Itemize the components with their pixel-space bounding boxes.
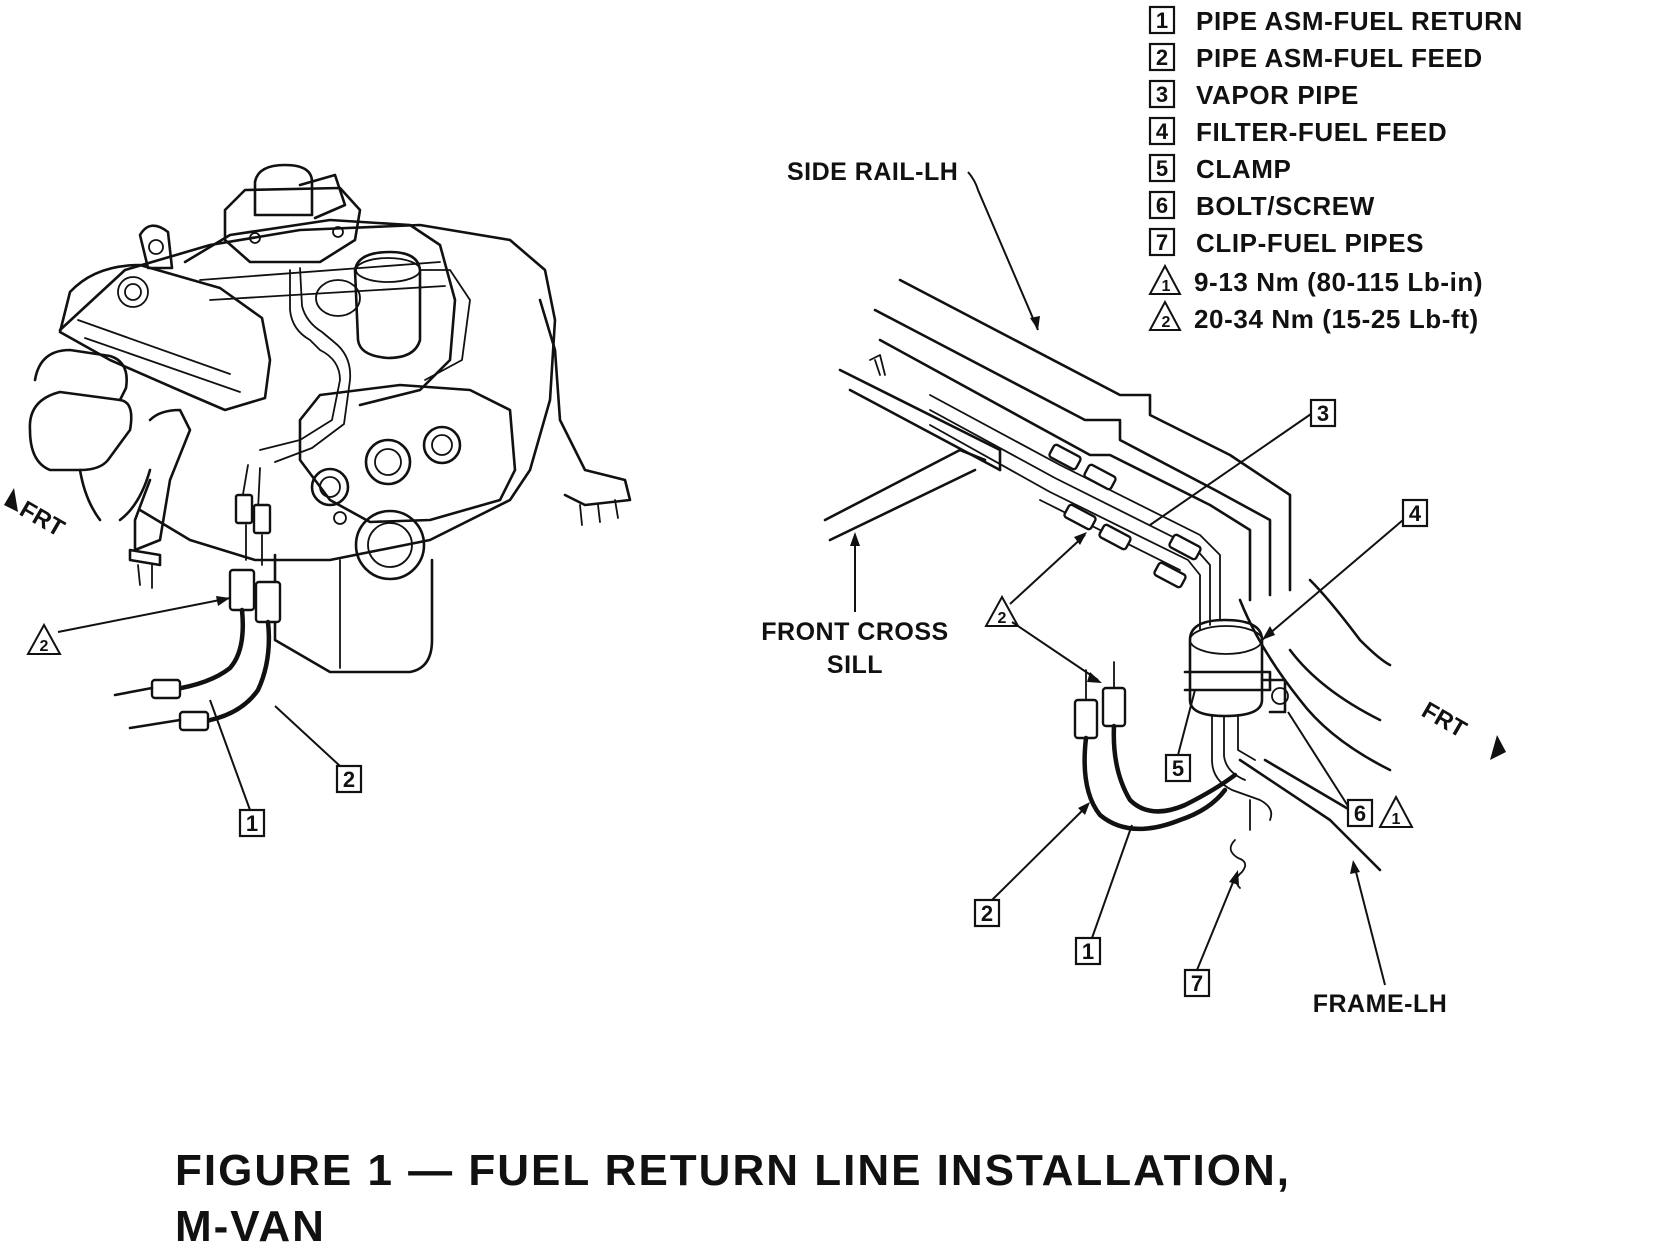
legend-item-2-number: 2 — [1156, 45, 1168, 70]
frame-lh-label: FRAME-LH — [1313, 860, 1448, 1018]
frame-drawing — [823, 278, 1392, 889]
right-callout-5: 5 — [1164, 689, 1196, 783]
right-callout-1-number: 1 — [1082, 939, 1094, 964]
right-frt-label: FRT — [1417, 697, 1506, 760]
legend-torque-2-text: 20-34 Nm (15-25 Lb-ft) — [1194, 304, 1479, 334]
right-callout-7: 7 — [1183, 870, 1239, 998]
frame-lh-text: FRAME-LH — [1313, 990, 1448, 1018]
figure-caption-line2: M-VAN — [175, 1202, 326, 1251]
legend-item-1-text: PIPE ASM-FUEL RETURN — [1196, 6, 1523, 36]
right-callout-2: 2 — [973, 802, 1090, 928]
legend-item-5-number: 5 — [1156, 156, 1168, 181]
legend-item-5-text: CLAMP — [1196, 154, 1291, 184]
legend-item-2: 2 PIPE ASM-FUEL FEED — [1148, 42, 1483, 73]
right-fuel-hoses — [1073, 661, 1238, 832]
legend-item-7-text: CLIP-FUEL PIPES — [1196, 228, 1424, 258]
legend-item-3: 3 VAPOR PIPE — [1148, 79, 1359, 110]
legend-torque-2-number: 2 — [1162, 314, 1171, 331]
figure-caption: FIGURE 1 — FUEL RETURN LINE INSTALLATION… — [175, 1143, 1291, 1255]
front-cross-sill-label: FRONT CROSS SILL — [761, 532, 948, 679]
left-fuel-hoses — [113, 568, 282, 732]
side-rail-label: SIDE RAIL-LH — [787, 158, 1040, 331]
legend-item-4-text: FILTER-FUEL FEED — [1196, 117, 1447, 147]
left-callout-1-number: 1 — [246, 811, 258, 836]
figure-caption-line1: FIGURE 1 — FUEL RETURN LINE INSTALLATION… — [175, 1146, 1291, 1195]
left-callout-2-number: 2 — [343, 767, 355, 792]
engine-drawing — [28, 163, 632, 674]
right-callout-3: 3 — [1149, 398, 1337, 526]
left-frt-text: FRT — [15, 496, 69, 543]
right-callout-triangle-2: 2 — [984, 532, 1102, 683]
legend-item-3-number: 3 — [1156, 82, 1168, 107]
legend-item-4-number: 4 — [1156, 119, 1169, 144]
legend-torque-1: 1 9-13 Nm (80-115 Lb-in) — [1148, 263, 1483, 297]
right-callout-3-number: 3 — [1317, 401, 1329, 426]
legend-torque-2: 2 20-34 Nm (15-25 Lb-ft) — [1148, 299, 1479, 334]
legend-item-6: 6 BOLT/SCREW — [1148, 190, 1375, 221]
left-callout-triangle-2-number: 2 — [40, 638, 49, 655]
right-callout-5-number: 5 — [1172, 756, 1184, 781]
left-callout-triangle-2: 2 — [26, 596, 231, 655]
right-callout-7-number: 7 — [1191, 971, 1203, 996]
front-cross-sill-line1: FRONT CROSS — [761, 618, 948, 646]
right-callout-6: 6 1 — [1287, 711, 1414, 828]
legend-item-1-number: 1 — [1156, 8, 1168, 33]
legend-item-3-text: VAPOR PIPE — [1196, 80, 1359, 110]
legend-item-1: 1 PIPE ASM-FUEL RETURN — [1148, 5, 1523, 36]
legend-item-4: 4 FILTER-FUEL FEED — [1148, 116, 1447, 147]
legend-torque-1-text: 9-13 Nm (80-115 Lb-in) — [1194, 267, 1483, 297]
right-callout-triangle-2-number: 2 — [998, 610, 1007, 627]
left-frt-label: FRT — [4, 488, 69, 543]
right-callout-6-number: 6 — [1354, 801, 1366, 826]
legend: 1 PIPE ASM-FUEL RETURN 2 PIPE ASM-FUEL F… — [1148, 5, 1523, 334]
legend-item-6-number: 6 — [1156, 193, 1168, 218]
right-frt-text: FRT — [1417, 697, 1471, 744]
right-callout-triangle-1-number: 1 — [1392, 811, 1401, 828]
right-callout-1: 1 — [1074, 824, 1133, 966]
left-callout-2: 2 — [274, 705, 363, 794]
legend-item-7: 7 CLIP-FUEL PIPES — [1148, 227, 1424, 258]
front-cross-sill-line2: SILL — [827, 651, 883, 679]
side-rail-label-text: SIDE RAIL-LH — [787, 158, 958, 186]
legend-item-6-text: BOLT/SCREW — [1196, 191, 1375, 221]
legend-item-5: 5 CLAMP — [1148, 153, 1291, 184]
right-callout-4: 4 — [1261, 498, 1429, 641]
legend-item-2-text: PIPE ASM-FUEL FEED — [1196, 43, 1483, 73]
right-callout-2-number: 2 — [981, 901, 993, 926]
left-callout-1: 1 — [209, 699, 266, 838]
legend-item-7-number: 7 — [1156, 230, 1168, 255]
legend-torque-1-number: 1 — [1162, 278, 1171, 295]
right-callout-4-number: 4 — [1409, 501, 1422, 526]
